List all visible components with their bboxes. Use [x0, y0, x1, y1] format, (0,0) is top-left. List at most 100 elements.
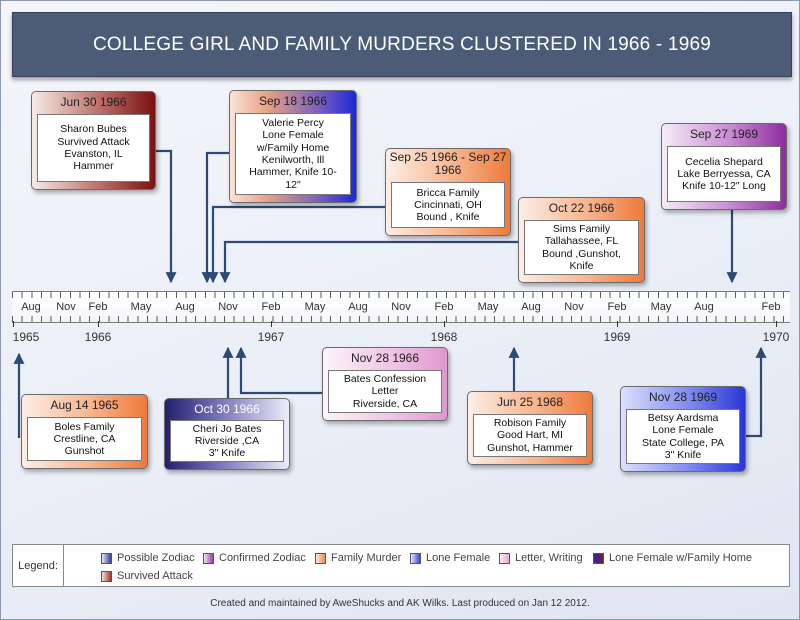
event-line: Riverside, CA — [352, 397, 418, 410]
event-date: Aug 14 1965 — [50, 398, 119, 412]
event-line: Lake Berryessa, CA — [677, 167, 771, 180]
event-line: Evanston, IL — [64, 148, 123, 160]
year-tick — [776, 321, 777, 327]
event-details: Sharon Bubes Survived Attack Evanston, I… — [37, 114, 150, 182]
event-line: Sharon Bubes — [60, 123, 127, 136]
event-date: Sep 18 1966 — [258, 94, 328, 108]
event-card-aardsma: Nov 28 1969 Betsy Aardsma Lone Female St… — [620, 386, 746, 472]
title-bar: COLLEGE GIRL AND FAMILY MURDERS CLUSTERE… — [12, 12, 792, 77]
event-line: Lone Female — [262, 129, 324, 142]
event-line: Knife 10-12" Long — [682, 180, 766, 193]
event-line: Crestline, CA — [53, 432, 116, 445]
year-label: 1968 — [430, 330, 458, 344]
event-line: Cecelia Shepard — [685, 155, 763, 168]
event-details: Boles Family Crestline, CA Gunshot — [27, 417, 142, 461]
event-details: Robison Family Good Hart, MI Gunshot, Ha… — [473, 414, 587, 457]
legend-swatch — [203, 552, 214, 564]
event-card-confession: Nov 28 1966 Bates Confession Letter Rive… — [322, 347, 448, 421]
month-label: Aug — [694, 301, 714, 313]
legend-label: Lone Female — [426, 552, 491, 564]
event-line: Letter — [371, 385, 399, 398]
month-label: Nov — [56, 301, 76, 313]
timeline-ticks-bottom — [12, 316, 790, 322]
event-date: Nov 28 1969 — [648, 390, 718, 404]
legend-swatch — [315, 552, 326, 564]
event-line: Cincinnati, OH — [414, 198, 482, 211]
event-details: Sims Family Tallahassee, FL Bound ,Gunsh… — [524, 220, 639, 275]
month-label: Aug — [521, 301, 541, 313]
legend-swatch — [593, 552, 604, 564]
legend-title: Legend: — [13, 545, 64, 586]
event-details: Cecelia Shepard Lake Berryessa, CA Knife… — [667, 146, 781, 202]
event-line: Bates Confession — [343, 373, 427, 386]
legend-item-possible-zodiac: Possible Zodiac — [101, 552, 195, 564]
event-card-robison: Jun 25 1968 Robison Family Good Hart, MI… — [467, 391, 593, 465]
event-line: Bound , Knife — [416, 211, 480, 224]
month-label: Feb — [434, 301, 454, 313]
year-label: 1969 — [603, 330, 631, 344]
event-line: Gunshot, Hammer — [487, 441, 573, 454]
month-label: Feb — [88, 301, 108, 313]
event-card-bricca: Sep 25 1966 - Sep 27 1966 Bricca Family … — [385, 148, 511, 236]
connector-confession — [235, 346, 322, 395]
event-line: Gunshot — [64, 445, 105, 458]
event-card-shepard: Sep 27 1969 Cecelia Shepard Lake Berryes… — [661, 123, 787, 210]
year-tick — [617, 321, 618, 327]
event-date: Jun 25 1968 — [496, 395, 564, 409]
event-line: Hammer, Knife 10- — [249, 166, 337, 179]
month-label: Nov — [564, 301, 584, 313]
month-label: May — [477, 301, 499, 313]
connector-sims — [219, 240, 518, 284]
event-card-bubes: Jun 30 1966 Sharon Bubes Survived Attack… — [31, 91, 156, 190]
event-date: Oct 30 1966 — [194, 402, 260, 416]
month-label: Aug — [348, 301, 368, 313]
legend-label: Survived Attack — [117, 570, 193, 582]
event-line: State College, PA — [641, 436, 725, 449]
event-line: 3" Knife — [208, 447, 246, 460]
year-label: 1966 — [84, 330, 112, 344]
event-line: Valerie Percy — [262, 117, 324, 130]
diagram-title: COLLEGE GIRL AND FAMILY MURDERS CLUSTERE… — [93, 33, 711, 55]
legend-item-confirmed-zodiac: Confirmed Zodiac — [203, 552, 306, 564]
footer-credit: Created and maintained by AweShucks and … — [210, 598, 590, 609]
year-label: 1965 — [12, 330, 40, 344]
event-card-boles: Aug 14 1965 Boles Family Crestline, CA G… — [21, 394, 148, 469]
year-tick — [271, 321, 272, 327]
event-line: Good Hart, MI — [497, 429, 563, 442]
legend-label: Family Murder — [331, 552, 402, 564]
event-line: Boles Family — [54, 420, 115, 433]
event-line: Robison Family — [493, 417, 567, 430]
month-label: Aug — [175, 301, 195, 313]
event-details: Bricca Family Cincinnati, OH Bound , Kni… — [391, 182, 505, 228]
month-label: Nov — [218, 301, 238, 313]
event-line: Bound ,Gunshot, — [542, 247, 621, 260]
legend: Legend: Possible Zodiac Confirmed Zodiac… — [12, 544, 790, 587]
year-tick — [98, 321, 99, 327]
month-label: May — [650, 301, 672, 313]
month-label: Feb — [607, 301, 627, 313]
month-label: Feb — [261, 301, 281, 313]
event-details: Bates Confession Letter Riverside, CA — [328, 370, 442, 413]
year-tick — [13, 321, 14, 327]
event-line: 12" — [285, 178, 301, 191]
event-card-sims: Oct 22 1966 Sims Family Tallahassee, FL … — [518, 197, 645, 283]
event-line: Kenilworth, Ill — [261, 154, 325, 166]
event-line: Knife — [569, 259, 594, 272]
month-label: Feb — [761, 301, 781, 313]
event-line: Cheri Jo Bates — [192, 422, 262, 435]
timeline-bar — [12, 291, 790, 323]
legend-swatch — [410, 552, 421, 564]
legend-label: Letter, Writing — [515, 552, 583, 564]
month-label: Nov — [391, 301, 411, 313]
event-line: Hammer — [73, 160, 114, 173]
year-tick — [444, 321, 445, 327]
event-card-bates: Oct 30 1966 Cheri Jo Bates Riverside ,CA… — [164, 398, 290, 470]
legend-label: Confirmed Zodiac — [219, 552, 306, 564]
event-date: Sep 25 1966 - Sep 27 1966 — [389, 150, 507, 177]
legend-item-family-murder: Family Murder — [315, 552, 401, 564]
event-line: Bricca Family — [416, 186, 480, 199]
legend-swatch — [101, 570, 112, 582]
legend-item-lone-female-family-home: Lone Female w/Family Home — [593, 552, 752, 564]
event-line: Riverside ,CA — [194, 434, 260, 447]
